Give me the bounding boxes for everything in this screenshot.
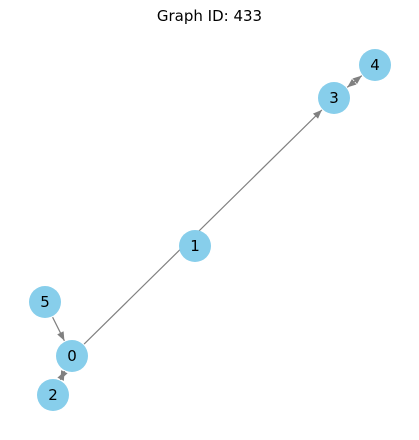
node-circle <box>179 230 211 262</box>
node-circle <box>37 379 69 411</box>
node-3: 3 <box>318 82 350 114</box>
node-label: 2 <box>48 386 58 404</box>
edge-0-to-3 <box>83 109 323 345</box>
node-circle <box>29 286 61 318</box>
edge-5-to-0 <box>52 316 65 342</box>
node-0: 0 <box>56 340 88 372</box>
node-4: 4 <box>359 49 391 81</box>
node-circle <box>318 82 350 114</box>
node-label: 1 <box>190 237 200 255</box>
node-layer: 0 1 2 3 4 5 <box>29 49 391 411</box>
node-2: 2 <box>37 379 69 411</box>
node-label: 3 <box>329 89 339 107</box>
node-1: 1 <box>179 230 211 262</box>
graph-title: Graph ID: 433 <box>156 7 263 25</box>
node-circle <box>359 49 391 81</box>
edge-4-to-3 <box>346 75 363 88</box>
node-circle <box>56 340 88 372</box>
node-5: 5 <box>29 286 61 318</box>
edge-2-to-0 <box>57 371 66 381</box>
node-label: 4 <box>370 56 380 74</box>
node-label: 0 <box>67 347 77 365</box>
edge-layer <box>52 75 363 381</box>
node-label: 5 <box>40 293 50 311</box>
